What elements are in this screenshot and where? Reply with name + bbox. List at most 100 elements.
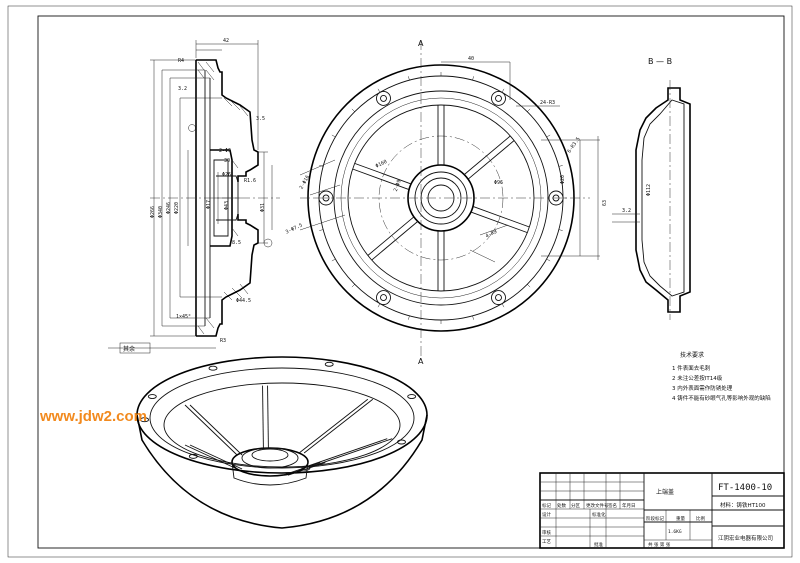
- plan-rim-notch: [351, 284, 355, 288]
- outer-border: [7, 5, 793, 558]
- row-label-2: 审核: [542, 529, 551, 536]
- plan-rib: [464, 135, 511, 175]
- dim-side-9: Φ220: [174, 202, 180, 214]
- mid-label-0: 阶段标记: [646, 515, 664, 522]
- plan-boss-hole: [380, 294, 387, 302]
- dim-side-11: Φ266: [150, 206, 156, 218]
- row-label-3: 工艺: [542, 539, 551, 545]
- plan-rib: [367, 216, 415, 256]
- dim-plan-0: 40: [468, 56, 474, 62]
- iso-rib: [298, 398, 369, 454]
- plan-boss: [376, 90, 391, 106]
- roughness-note: 其余: [123, 345, 135, 353]
- drawing-number: FT-1400-10: [718, 483, 772, 493]
- iso-rib: [184, 444, 238, 470]
- plan-rim-notch: [501, 303, 505, 308]
- iso-rib: [287, 462, 326, 476]
- material: 材料：铸铁HT100: [720, 501, 766, 509]
- plan-rim-notch: [546, 258, 551, 262]
- row-label-0: 设计: [542, 511, 551, 518]
- requirements-heading: 技术要求: [680, 351, 704, 359]
- requirement-4: 4 铸件不能有砂眼气孔等影响外观的缺陷: [672, 394, 771, 402]
- iso-rib: [184, 404, 238, 456]
- plan-rim-notch: [527, 284, 531, 288]
- iso-rib: [303, 398, 374, 454]
- dim-plan-2: Φ96: [494, 180, 503, 186]
- dim-side-2: 3.2: [178, 86, 187, 92]
- iso-rim-top: [136, 356, 428, 474]
- mid-label-1: 重量: [676, 515, 685, 522]
- dim-side-10: Φ246: [166, 202, 172, 214]
- iso-boss-hole: [208, 365, 218, 371]
- iso-boss-hole: [147, 394, 157, 399]
- iso-rib: [189, 404, 243, 456]
- company-name: 江阴宏业电器有限公司: [718, 534, 773, 542]
- plan-boss-hole: [380, 94, 387, 102]
- iso-boss-hole: [140, 417, 149, 423]
- iso-boss-hole: [188, 453, 198, 459]
- plan-rim-notch: [377, 303, 381, 308]
- requirement-1: 1 件表面去毛刺: [672, 364, 711, 372]
- row-label-1: 标准化: [592, 511, 606, 518]
- iso-boss-hole: [301, 465, 311, 471]
- side-section-view: 其余 42 R4 3.2 3.5 2-Φ6 30 Φ26 Φ17 Φ43 Φ22…: [108, 38, 280, 354]
- dim-side-15: Φ340: [158, 206, 164, 218]
- iso-rib: [305, 438, 388, 468]
- dim-side-12: 1×45°: [176, 314, 191, 320]
- plan-rim-notch: [558, 229, 563, 231]
- plan-boss: [491, 290, 506, 306]
- dim-side-14: Φ44.5: [236, 298, 251, 304]
- bottom-label-1: 共 张 第 张: [648, 541, 671, 548]
- plan-rim-notch: [558, 165, 563, 167]
- section-b-view: B — B Φ112 3.2: [612, 57, 691, 320]
- plan-rim-notch: [319, 229, 324, 231]
- plan-rim-notch: [501, 88, 505, 93]
- plan-rim-notch: [546, 134, 551, 138]
- roughness-note-box: [119, 342, 151, 354]
- dim-plan-10: 3-Φ7.5: [285, 222, 304, 235]
- iso-rib: [267, 385, 269, 449]
- plan-rim-notch: [351, 108, 355, 112]
- dim-side-18: R1.6: [244, 178, 256, 184]
- col-label-0: 标记: [542, 502, 551, 509]
- dim-side-4: 2-Φ6: [219, 148, 231, 154]
- plan-rim-notch: [408, 315, 410, 320]
- dim-plan-5: 4-R9: [485, 229, 498, 240]
- plan-rim-notch: [331, 134, 336, 138]
- iso-rib: [262, 385, 264, 449]
- section-b-label: B — B: [648, 57, 672, 66]
- mid-label-2: 比例: [696, 515, 705, 522]
- dim-side-17: 8.5: [232, 240, 241, 246]
- dim-side-5: 30: [224, 158, 230, 164]
- iso-rib: [189, 444, 243, 470]
- plan-rim-notch: [472, 315, 474, 320]
- plan-boss-hole: [495, 94, 502, 102]
- plan-boss-hole: [495, 294, 502, 302]
- technical-requirements: 技术要求 1 件表面去毛刺 2 未注公差按IT14级 3 内外表面需作防锈处理 …: [672, 351, 771, 402]
- iso-rib: [310, 438, 393, 468]
- reference-bubble-top-icon: [188, 124, 196, 132]
- side-profile-lower: [196, 214, 259, 337]
- col-label-5: 年月日: [622, 502, 636, 509]
- dim-plan-7: 2-Φ9: [393, 179, 403, 192]
- dim-side-0: 42: [223, 38, 229, 44]
- dim-plan-8: 63: [602, 200, 608, 206]
- dim-side-13: R3: [220, 338, 226, 344]
- plan-rib: [467, 140, 515, 180]
- col-label-1: 处数: [557, 502, 566, 509]
- plan-rib: [352, 168, 410, 190]
- col-label-2: 分区: [571, 502, 580, 509]
- reference-bubble-icon: [263, 238, 273, 248]
- plan-rib: [472, 206, 530, 228]
- iso-boss-hole: [397, 439, 406, 445]
- plan-rim-notch: [527, 108, 531, 112]
- section-a-top: A: [418, 39, 424, 48]
- dim-plan-9: 6-R3.5: [566, 136, 581, 154]
- isometric-view: www.jdw2.com: [39, 356, 428, 529]
- requirement-2: 2 未注公差按IT14级: [672, 374, 723, 382]
- plan-rim-notch: [408, 76, 410, 81]
- plan-rim-notch: [377, 88, 381, 93]
- plan-boss: [376, 290, 391, 306]
- plan-rim-notch: [472, 76, 474, 81]
